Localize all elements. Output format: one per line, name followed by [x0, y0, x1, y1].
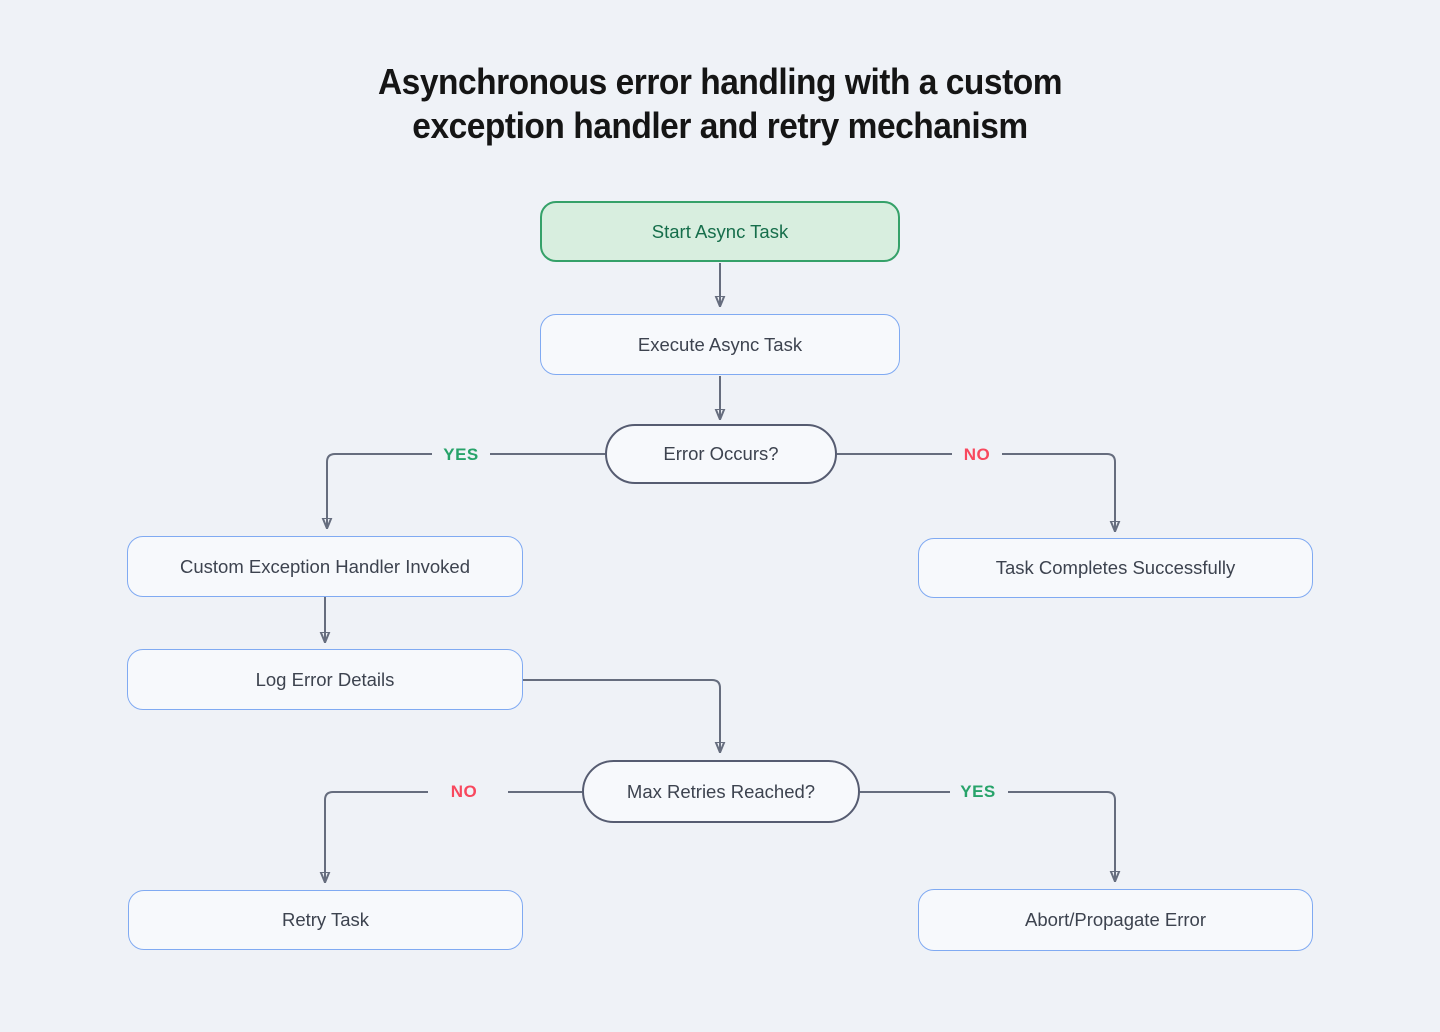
- connector-retries-yes-to-abort: [1008, 791, 1115, 881]
- connector-retries-no-to-retry: [325, 791, 428, 882]
- node-label: Start Async Task: [651, 220, 789, 242]
- node-start-async-task: Start Async Task: [540, 201, 900, 262]
- node-max-retries-decision: Max Retries Reached?: [582, 760, 860, 823]
- edge-label-error-yes: YES: [443, 445, 479, 464]
- node-label: Execute Async Task: [637, 333, 803, 355]
- edge-label-error-no: NO: [963, 445, 991, 464]
- node-error-occurs-decision: Error Occurs?: [605, 424, 837, 484]
- node-abort-propagate-error: Abort/Propagate Error: [918, 889, 1313, 951]
- node-task-completes-successfully: Task Completes Successfully: [918, 538, 1313, 598]
- edge-label-retries-yes: YES: [960, 782, 996, 801]
- diagram-title: Asynchronous error handling with a custo…: [50, 60, 1389, 148]
- node-label: Task Completes Successfully: [995, 557, 1236, 578]
- node-label: Max Retries Reached?: [626, 780, 816, 802]
- edge-label-retries-no: NO: [450, 782, 478, 801]
- node-label: Error Occurs?: [663, 443, 779, 464]
- node-custom-exception-handler: Custom Exception Handler Invoked: [127, 536, 523, 597]
- node-label: Custom Exception Handler Invoked: [180, 555, 470, 577]
- node-execute-async-task: Execute Async Task: [540, 314, 900, 375]
- connector-log-to-maxretries: [523, 679, 720, 752]
- connector-error-yes-to-handler: [327, 453, 432, 528]
- node-label: Log Error Details: [255, 668, 395, 690]
- node-log-error-details: Log Error Details: [127, 649, 523, 710]
- connector-error-no-to-complete: [1002, 453, 1115, 531]
- title-line-1: Asynchronous error handling with a custo…: [377, 61, 1063, 102]
- node-label: Abort/Propagate Error: [1025, 909, 1206, 930]
- node-label: Retry Task: [281, 909, 370, 930]
- node-retry-task: Retry Task: [128, 890, 523, 950]
- title-line-2: exception handler and retry mechanism: [412, 105, 1028, 146]
